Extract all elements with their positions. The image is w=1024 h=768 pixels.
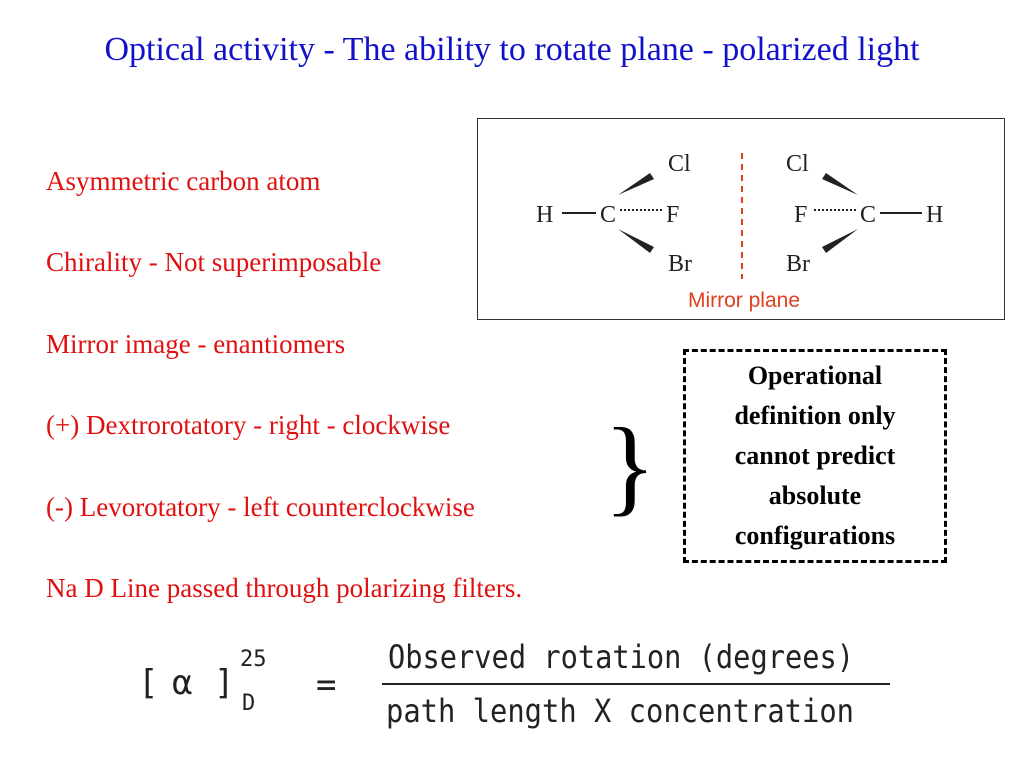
note-line: Operational (747, 361, 883, 390)
left-f-atom: F (666, 202, 679, 228)
enantiomer-diagram: H C F Cl Br Cl F C H Br Mirror plane (477, 118, 1005, 320)
left-br-atom: Br (668, 251, 692, 277)
right-c-br-wedge (822, 229, 858, 253)
eq-close-bracket: ] (214, 663, 234, 703)
note-line: cannot predict (734, 441, 896, 470)
left-cl-atom: Cl (668, 151, 691, 177)
right-c-cl-wedge (822, 173, 858, 195)
eq-d-line-subscript: D (242, 691, 255, 716)
bullet-asymmetric-carbon: Asymmetric carbon atom (46, 166, 321, 196)
right-f-atom: F (794, 202, 807, 228)
right-cl-atom: Cl (786, 151, 809, 177)
bullet-na-d-line: Na D Line passed through polarizing filt… (46, 573, 523, 603)
specific-rotation-equation: [ α ] 25 D = Observed rotation (degrees)… (120, 632, 920, 742)
left-h-atom: H (536, 202, 553, 228)
eq-denominator: path length X concentration (386, 692, 854, 730)
note-line: definition only (734, 401, 896, 430)
left-c-cl-wedge (618, 173, 654, 195)
right-h-atom: H (926, 202, 943, 228)
eq-open-bracket: [ (138, 663, 158, 703)
grouping-brace: } (604, 407, 656, 526)
eq-equals-sign: = (316, 665, 336, 705)
bullet-mirror-image: Mirror image - enantiomers (46, 329, 346, 359)
bullet-chirality: Chirality - Not superimposable (46, 247, 382, 277)
operational-definition-note: Operational definition only cannot predi… (683, 349, 947, 563)
left-c-br-wedge (618, 229, 654, 253)
right-br-atom: Br (786, 251, 810, 277)
note-line: absolute (768, 481, 862, 510)
right-c-atom: C (860, 202, 876, 228)
eq-alpha-symbol: α (172, 663, 192, 703)
slide-title: Optical activity - The ability to rotate… (104, 31, 920, 68)
eq-numerator: Observed rotation (degrees) (388, 638, 854, 676)
bullet-levorotatory: (-) Levorotatory - left counterclockwise (46, 492, 475, 522)
note-line: configurations (734, 521, 896, 550)
left-c-atom: C (600, 202, 616, 228)
eq-temperature-superscript: 25 (240, 647, 267, 672)
mirror-plane-label: Mirror plane (688, 289, 800, 312)
bullet-dextrorotatory: (+) Dextrorotatory - right - clockwise (46, 410, 451, 440)
